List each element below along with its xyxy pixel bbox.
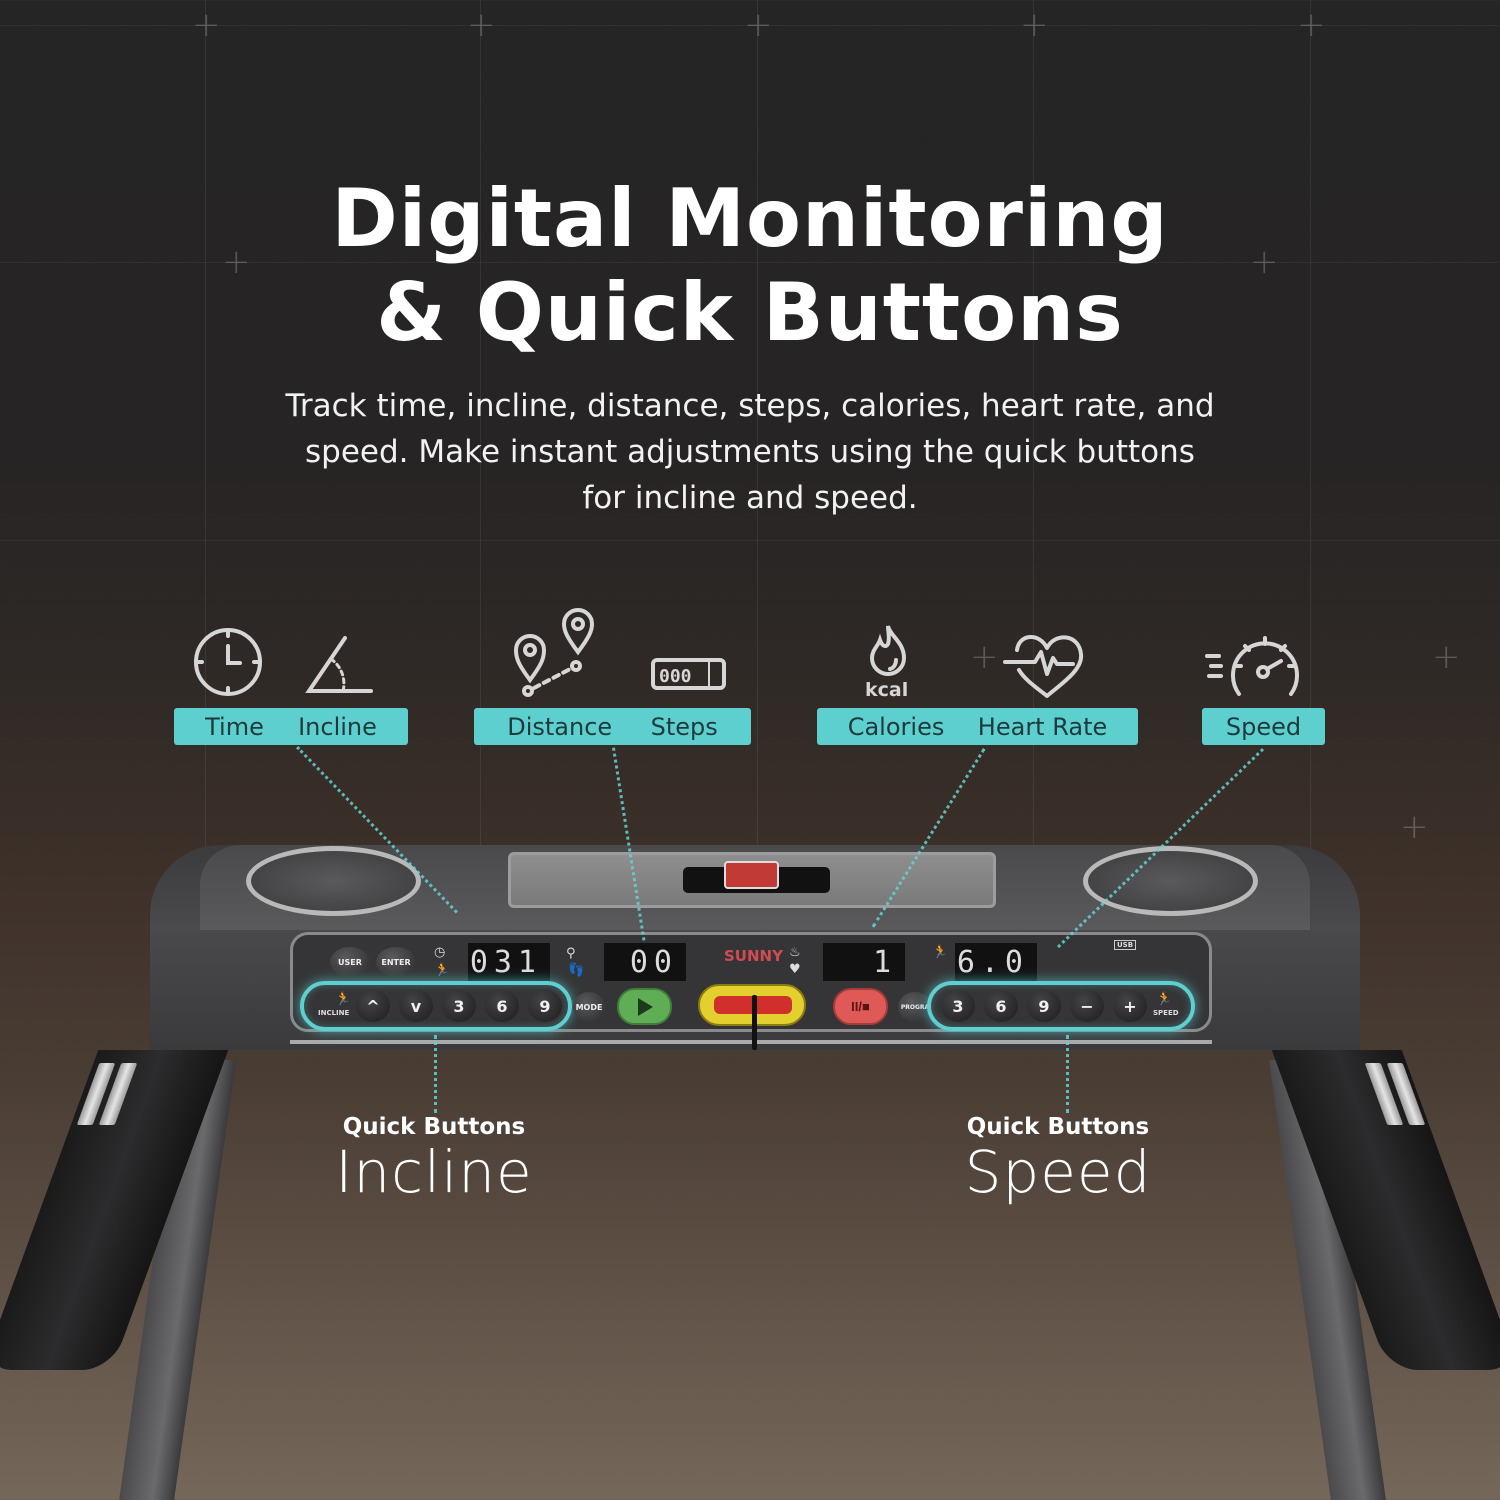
subtitle-line-2: speed. Make instant adjustments using th… [305, 434, 1195, 470]
grid-line [0, 540, 1500, 541]
title-line-2: & Quick Buttons [376, 266, 1124, 359]
caption-small: Quick Buttons [966, 1114, 1150, 1140]
grid-line [1310, 0, 1311, 900]
step-counter-icon: 000 [651, 657, 726, 693]
grid-line [0, 262, 1500, 263]
grid-line [1033, 0, 1034, 900]
incline-indicator-icon: 🏃 [434, 963, 451, 978]
speedometer-icon [1205, 632, 1301, 698]
incline-3-button[interactable]: 3 [442, 990, 476, 1022]
page-title: Digital Monitoring & Quick Buttons [0, 172, 1500, 360]
safety-key-slot[interactable] [698, 984, 806, 1026]
speed-plus-button[interactable]: + [1113, 990, 1147, 1022]
grid-plus-icon: + [1020, 5, 1049, 45]
speed-display: 6.0 [955, 943, 1037, 981]
callout-line-speed-quick [1066, 1035, 1069, 1113]
enter-button[interactable]: ENTER [376, 947, 416, 977]
incline-down-button[interactable]: v [399, 990, 433, 1022]
map-route-icon [510, 608, 600, 700]
caption-big: Incline [335, 1138, 533, 1206]
svg-text:kcal: kcal [865, 679, 908, 700]
play-icon [637, 997, 653, 1016]
brand-logo: SUNNY [724, 947, 783, 965]
safety-cord [752, 995, 757, 1050]
distance-indicator-icon: ⚲ [566, 946, 576, 961]
mode-button[interactable]: MODE [573, 992, 605, 1022]
speed-minus-button[interactable]: − [1070, 990, 1104, 1022]
flame-kcal-icon: kcal [862, 622, 914, 700]
incline-runner-icon: 🏃 [335, 992, 352, 1007]
heartbeat-icon [1003, 632, 1087, 698]
grid-plus-icon: + [222, 242, 251, 282]
grid-plus-icon: + [744, 5, 773, 45]
start-button[interactable] [617, 988, 672, 1025]
incline-quick-buttons-caption: Quick Buttons Incline [284, 1114, 584, 1204]
console-trim [290, 1040, 1212, 1044]
incline-label: INCLINE [318, 1009, 350, 1017]
grid-plus-icon: + [1400, 807, 1429, 847]
grid-line [757, 0, 758, 900]
label-incline: Incline [298, 712, 377, 741]
incline-quick-buttons-highlight [300, 981, 572, 1031]
svg-text:000: 000 [659, 666, 692, 687]
distance-steps-display: 00 [604, 943, 686, 981]
speed-6-button[interactable]: 6 [984, 990, 1018, 1022]
left-cupholder [246, 846, 421, 916]
label-calories: Calories [847, 712, 945, 741]
steps-indicator-icon: 👣 [568, 963, 585, 978]
speed-quick-buttons-highlight [927, 981, 1195, 1031]
speed-indicator-icon: 🏃 [932, 945, 949, 960]
grid-line [0, 25, 1500, 26]
callout-line-incline-quick [434, 1035, 437, 1113]
tray-clip [724, 861, 779, 889]
user-button[interactable]: USER [330, 947, 370, 977]
title-line-1: Digital Monitoring [331, 172, 1169, 265]
label-group-speed: Speed [1202, 708, 1325, 745]
usb-port-icon: USB [1114, 940, 1137, 950]
right-cupholder [1083, 846, 1258, 916]
grid-plus-icon: + [1297, 5, 1326, 45]
heart-indicator-icon: ♥ [789, 962, 801, 977]
label-distance: Distance [507, 712, 613, 741]
grid-plus-icon: + [1432, 637, 1461, 677]
incline-angle-icon [305, 635, 375, 695]
subtitle-line-1: Track time, incline, distance, steps, ca… [285, 388, 1215, 424]
incline-up-button[interactable]: ^ [356, 990, 390, 1022]
calories-heart-display: 1 [823, 943, 905, 981]
speed-quick-buttons-caption: Quick Buttons Speed [908, 1114, 1208, 1204]
grid-plus-icon: + [970, 637, 999, 677]
speed-9-button[interactable]: 9 [1027, 990, 1061, 1022]
time-indicator-icon: ◷ [434, 945, 446, 960]
incline-6-button[interactable]: 6 [485, 990, 519, 1022]
page-subtitle: Track time, incline, distance, steps, ca… [200, 383, 1300, 521]
label-speed: Speed [1225, 712, 1302, 741]
label-group-calories-heart-rate: Calories Heart Rate [817, 708, 1138, 745]
caption-small: Quick Buttons [342, 1114, 526, 1140]
program-button[interactable]: PROGRA [898, 992, 932, 1022]
time-incline-display: 031 [468, 943, 550, 981]
caption-big: Speed [964, 1138, 1152, 1206]
subtitle-line-3: for incline and speed. [582, 480, 918, 516]
calories-indicator-icon: ♨ [789, 945, 801, 960]
grid-plus-icon: + [1250, 242, 1279, 282]
pause-stop-button[interactable]: II/■ [833, 988, 888, 1025]
label-group-time-incline: Time Incline [174, 708, 408, 745]
speed-runner-icon: 🏃 [1156, 992, 1173, 1007]
label-group-distance-steps: Distance Steps [474, 708, 751, 745]
grid-line [205, 0, 206, 900]
label-heart-rate: Heart Rate [977, 712, 1108, 741]
label-steps: Steps [650, 712, 718, 741]
speed-label: SPEED [1153, 1009, 1179, 1017]
grid-plus-icon: + [192, 5, 221, 45]
speed-3-button[interactable]: 3 [941, 990, 975, 1022]
grid-line [480, 0, 481, 900]
grid-plus-icon: + [467, 5, 496, 45]
clock-icon [192, 626, 264, 698]
label-time: Time [205, 712, 264, 741]
device-tray [508, 852, 996, 908]
incline-9-button[interactable]: 9 [528, 990, 562, 1022]
